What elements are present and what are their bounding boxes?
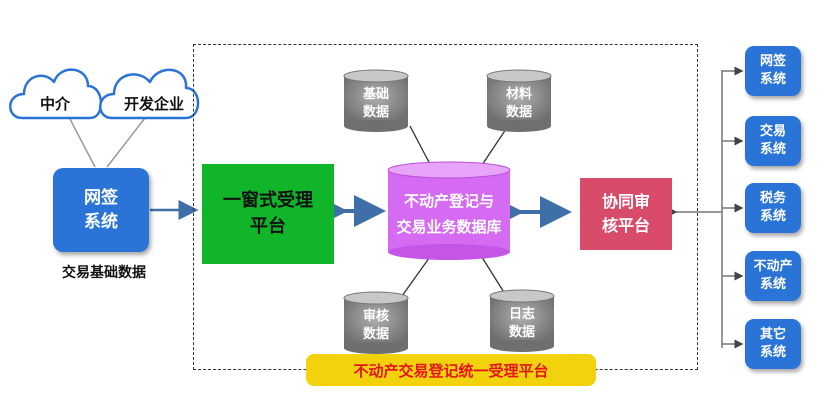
left-online-signing-system[interactable]: 网签系统	[53, 168, 149, 252]
right-system-tax[interactable]: 税务系统	[745, 183, 801, 233]
basic-db-line1: 基础	[362, 87, 389, 102]
left-system-line1: 网签	[84, 188, 118, 208]
review-db-line2: 数据	[362, 327, 389, 342]
left-system-line2: 系统	[84, 212, 118, 232]
basic-db-line2: 数据	[362, 105, 389, 120]
right-system-2-line2: 系统	[759, 142, 786, 157]
right-system-real-estate[interactable]: 不动产系统	[745, 251, 801, 301]
right-system-2-line1: 交易	[759, 124, 786, 139]
material-db-line2: 数据	[505, 105, 532, 120]
central-db-line1: 不动产登记与	[403, 192, 494, 210]
spoke-review	[401, 253, 433, 297]
right-system-4-line1: 不动产	[753, 259, 793, 274]
log-db-line1: 日志	[508, 307, 535, 322]
satellite-db-basic[interactable]: 基础数据	[344, 86, 408, 122]
satellite-db-material[interactable]: 材料数据	[487, 86, 551, 122]
satellite-db-log[interactable]: 日志数据	[490, 306, 554, 342]
cloud-connector-2	[106, 117, 146, 168]
cylinder-icon-basic	[343, 69, 409, 132]
right-system-other[interactable]: 其它系统	[745, 319, 801, 369]
spoke-material	[479, 125, 509, 169]
log-db-line2: 数据	[508, 325, 535, 340]
left-system-caption: 交易基础数据	[62, 265, 146, 281]
cloud-connector-1	[69, 118, 96, 168]
cloud-label-agency: 中介	[39, 95, 70, 113]
cloud-icon-developer	[99, 68, 200, 120]
material-db-line1: 材料	[505, 87, 532, 102]
right-system-transaction[interactable]: 交易系统	[745, 116, 801, 166]
cylinder-icon-material	[486, 69, 552, 132]
spoke-log	[479, 253, 506, 295]
right-system-5-line2: 系统	[759, 345, 786, 360]
cylinder-icon-log	[489, 289, 555, 352]
satellite-db-review[interactable]: 审核数据	[344, 308, 408, 344]
right-system-3-line2: 系统	[759, 209, 786, 224]
cylinder-icon-review	[343, 291, 409, 354]
review-db-line1: 审核	[362, 309, 389, 324]
right-system-online-signing[interactable]: 网签系统	[745, 46, 801, 96]
collaborative-review-platform[interactable]: 协同审核平台	[580, 178, 672, 250]
right-system-4-line2: 系统	[759, 277, 786, 292]
unified-platform-label: 不动产交易登记统一受理平台	[306, 354, 596, 386]
right-system-1-line2: 系统	[759, 72, 786, 87]
right-system-3-line1: 税务	[759, 191, 786, 206]
database-icon-central	[387, 161, 511, 260]
window-platform-line1: 一窗式受理	[223, 190, 313, 211]
window-platform-line2: 平台	[250, 216, 286, 237]
right-system-1-line1: 网签	[759, 54, 786, 69]
central-db-line2: 交易业务数据库	[396, 218, 502, 236]
spoke-basic	[409, 125, 433, 169]
cloud-label-developer: 开发企业	[123, 95, 184, 113]
cloud-icon-agency	[9, 68, 103, 120]
review-platform-line1: 协同审	[601, 192, 650, 211]
right-system-5-line1: 其它	[759, 327, 786, 342]
window-acceptance-platform[interactable]: 一窗式受理平台	[202, 164, 334, 264]
central-database[interactable]: 不动产登记与交易业务数据库	[387, 186, 511, 242]
review-platform-line2: 核平台	[601, 216, 650, 235]
